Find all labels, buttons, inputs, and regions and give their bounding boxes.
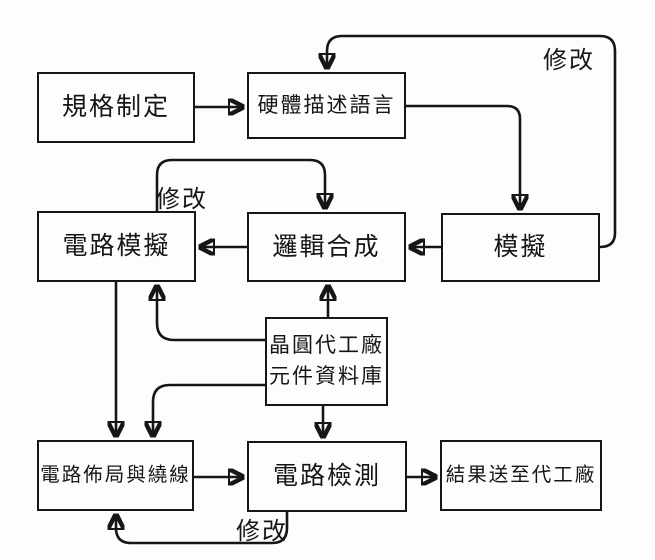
node-circuit-verification: 電路檢測 (247, 441, 407, 512)
edge-library-to-layout (153, 383, 265, 436)
edge-circuit-sim-revise-loop-to-logic-synth (155, 158, 325, 211)
edge-hdl-to-sim (406, 104, 520, 209)
node-circuit-simulation: 電路模擬 (37, 211, 196, 282)
node-result-to-foundry-label: 結果送至代工廠 (445, 463, 597, 486)
node-specification-label: 規格制定 (61, 93, 170, 122)
node-simulation: 模擬 (441, 213, 600, 282)
edge-label-revise-mid: 修改 (156, 186, 208, 213)
edge-library-to-circuit-sim (157, 286, 265, 342)
node-hardware-description-language: 硬體描述語言 (247, 72, 406, 139)
node-simulation-label: 模擬 (493, 233, 548, 262)
node-specification: 規格制定 (37, 72, 195, 143)
node-foundry-cell-library: 晶圓代工廠 元件資料庫 (265, 317, 388, 406)
node-circuit-verification-label: 電路檢測 (272, 462, 381, 491)
node-hardware-description-language-label: 硬體描述語言 (257, 93, 396, 117)
node-logic-synthesis: 邏輯合成 (247, 212, 406, 282)
edge-sim-revise-loop-to-hdl (327, 34, 617, 249)
node-result-to-foundry: 結果送至代工廠 (440, 440, 602, 511)
node-foundry-cell-library-line2: 元件資料庫 (269, 364, 384, 388)
node-logic-synthesis-label: 邏輯合成 (272, 232, 381, 261)
edge-label-revise-top: 修改 (543, 47, 595, 74)
node-layout-and-routing: 電路佈局與繞線 (37, 440, 194, 511)
node-foundry-cell-library-line1: 晶圓代工廠 (269, 334, 384, 358)
node-circuit-simulation-label: 電路模擬 (62, 232, 171, 261)
node-layout-and-routing-label: 電路佈局與繞線 (40, 463, 191, 486)
edge-label-revise-bottom: 修改 (236, 518, 288, 545)
edge-test-revise-loop-to-layout (116, 512, 289, 545)
